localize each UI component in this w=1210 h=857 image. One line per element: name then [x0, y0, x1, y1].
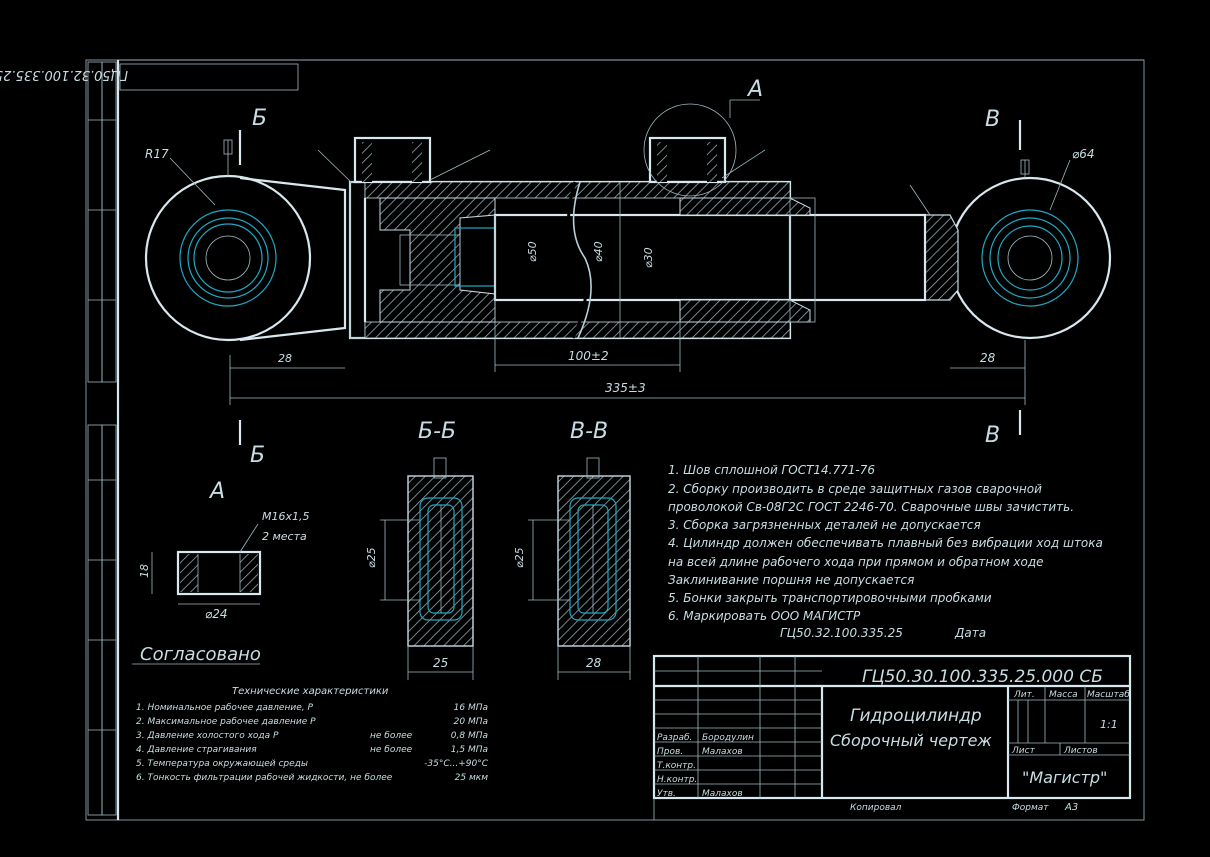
agreed-block: Согласовано [132, 644, 261, 665]
spec-value: 0,8 МПа [451, 731, 488, 741]
tech-specs: Технические характеристики 1. Номинально… [136, 686, 489, 783]
title-scale-value: 1:1 [1100, 718, 1118, 731]
dim-r-left: R17 [145, 147, 169, 161]
spec-value: -35°С...+90°С [424, 759, 489, 769]
section-vv-title: В-В [570, 419, 608, 444]
notes: 1. Шов сплошной ГОСТ14.771-76 2. Сборку … [668, 463, 1103, 640]
note-line: 3. Сборка загрязненных деталей не допуск… [668, 518, 981, 532]
dim-right-off: 28 [980, 351, 996, 365]
view-label-a-top: А [746, 77, 763, 102]
role-approve: Утв. [657, 789, 676, 799]
dim-d-cyl: ⌀30 [642, 247, 655, 268]
dim-stroke: 100±2 [568, 349, 609, 363]
name-check: Малахов [702, 747, 743, 757]
tech-specs-title: Технические характеристики [232, 686, 389, 697]
note-line: Дата [954, 626, 986, 640]
section-vv-width: 28 [586, 656, 602, 670]
section-bb: Б-Б 25 ⌀25 [365, 419, 474, 680]
role-ncontrol: Н.контр. [657, 775, 697, 785]
doc-number-rotated-text: ГЦ50.32.100.335.25.000 СБ [0, 67, 128, 82]
title-mass: Масса [1049, 690, 1078, 700]
view-a: А M16x1,5 2 места 18 ⌀24 [138, 479, 310, 621]
spec-label: 3. Давление холостого хода P [136, 731, 279, 741]
note-line: проволокой Св-08Г2С ГОСТ 2246-70. Свароч… [668, 500, 1074, 514]
cut-markers: Б Б В В А [238, 77, 1022, 468]
cylinder-main-view [144, 103, 1112, 342]
title-designation: ГЦ50.30.100.335.25.000 СБ [862, 667, 1103, 687]
role-tcontrol: Т.контр. [657, 761, 696, 771]
name-dev: Бородулин [702, 733, 754, 743]
spec-value: 20 МПа [454, 717, 488, 727]
dim-total: 335±3 [605, 381, 646, 395]
title-format-value: А3 [1064, 802, 1078, 813]
spec-value: 25 мкм [455, 773, 489, 783]
section-vv-dia: ⌀25 [513, 547, 526, 568]
title-format: Формат [1012, 803, 1049, 813]
title-copied: Копировал [850, 803, 902, 813]
spec-value: 16 МПа [454, 703, 488, 713]
spec-cond: не более [370, 731, 413, 741]
spec-label: 5. Температура окружающей среды [136, 759, 308, 769]
spec-label: 1. Номинальное рабочее давление, P [136, 703, 313, 713]
title-lit: Лит. [1013, 690, 1035, 700]
note-line: 1. Шов сплошной ГОСТ14.771-76 [668, 463, 875, 477]
view-a-title: А [208, 479, 225, 504]
role-check: Пров. [657, 747, 683, 757]
note-line: 2. Сборку производить в среде защитных г… [668, 482, 1042, 496]
agreed-label: Согласовано [140, 644, 261, 665]
cut-label-b-top: Б [252, 106, 267, 131]
title-name-2: Сборочный чертеж [830, 731, 992, 750]
view-a-thread-note: 2 места [262, 530, 307, 543]
rotated-doc-number: ГЦ50.32.100.335.25.000 СБ [0, 63, 299, 91]
spec-cond: не более [370, 745, 413, 755]
note-line: 4. Цилиндр должен обеспечивать плавный б… [668, 536, 1103, 550]
spec-label: 4. Давление страгивания [136, 745, 257, 755]
dim-left-off: 28 [278, 352, 292, 365]
spec-label: 2. Максимальное рабочее давление P [136, 717, 316, 727]
sheet-frame [85, 59, 1145, 821]
title-company: "Магистр" [1022, 768, 1107, 787]
note-line: 6. Маркировать ООО МАГИСТР [668, 609, 861, 623]
main-dimensions: R17 ⌀64 ⌀50 ⌀40 ⌀30 100±2 335±3 28 28 [145, 147, 1095, 405]
role-dev: Разраб. [657, 733, 692, 743]
note-line: Заклинивание поршня не допускается [668, 573, 914, 587]
title-block: ГЦ50.30.100.335.25.000 СБ Гидроцилиндр С… [652, 654, 1132, 820]
name-ncontrol: Малахов [702, 789, 743, 799]
dim-d-piston: ⌀50 [526, 241, 539, 262]
note-line: ГЦ50.32.100.335.25 [780, 626, 903, 640]
view-a-height: 18 [138, 564, 151, 578]
spec-value: 1,5 МПа [451, 745, 488, 755]
title-sheet: Лист [1011, 746, 1036, 756]
note-line: 5. Бонки закрыть транспортировочными про… [668, 591, 992, 605]
section-vv: В-В 28 ⌀25 [513, 419, 631, 680]
section-bb-dia: ⌀25 [365, 547, 378, 568]
title-scale: Масштаб [1087, 690, 1130, 700]
cut-label-v-bottom: В [985, 423, 1000, 448]
cut-label-v-top: В [985, 107, 1000, 132]
section-bb-title: Б-Б [418, 419, 456, 444]
section-bb-width: 25 [433, 656, 448, 670]
cut-label-b-bottom: Б [250, 443, 265, 468]
title-name-1: Гидроцилиндр [850, 706, 982, 726]
spec-label: 6. Тонкость фильтрации рабочей жидкости,… [136, 773, 393, 783]
view-a-width: ⌀24 [205, 607, 228, 621]
view-a-thread: M16x1,5 [262, 510, 310, 523]
dim-r-right: ⌀64 [1072, 147, 1095, 161]
dim-d-rod: ⌀40 [592, 241, 605, 262]
note-line: на всей длине рабочего хода при прямом и… [668, 555, 1044, 569]
title-sheets: Листов [1063, 746, 1098, 756]
